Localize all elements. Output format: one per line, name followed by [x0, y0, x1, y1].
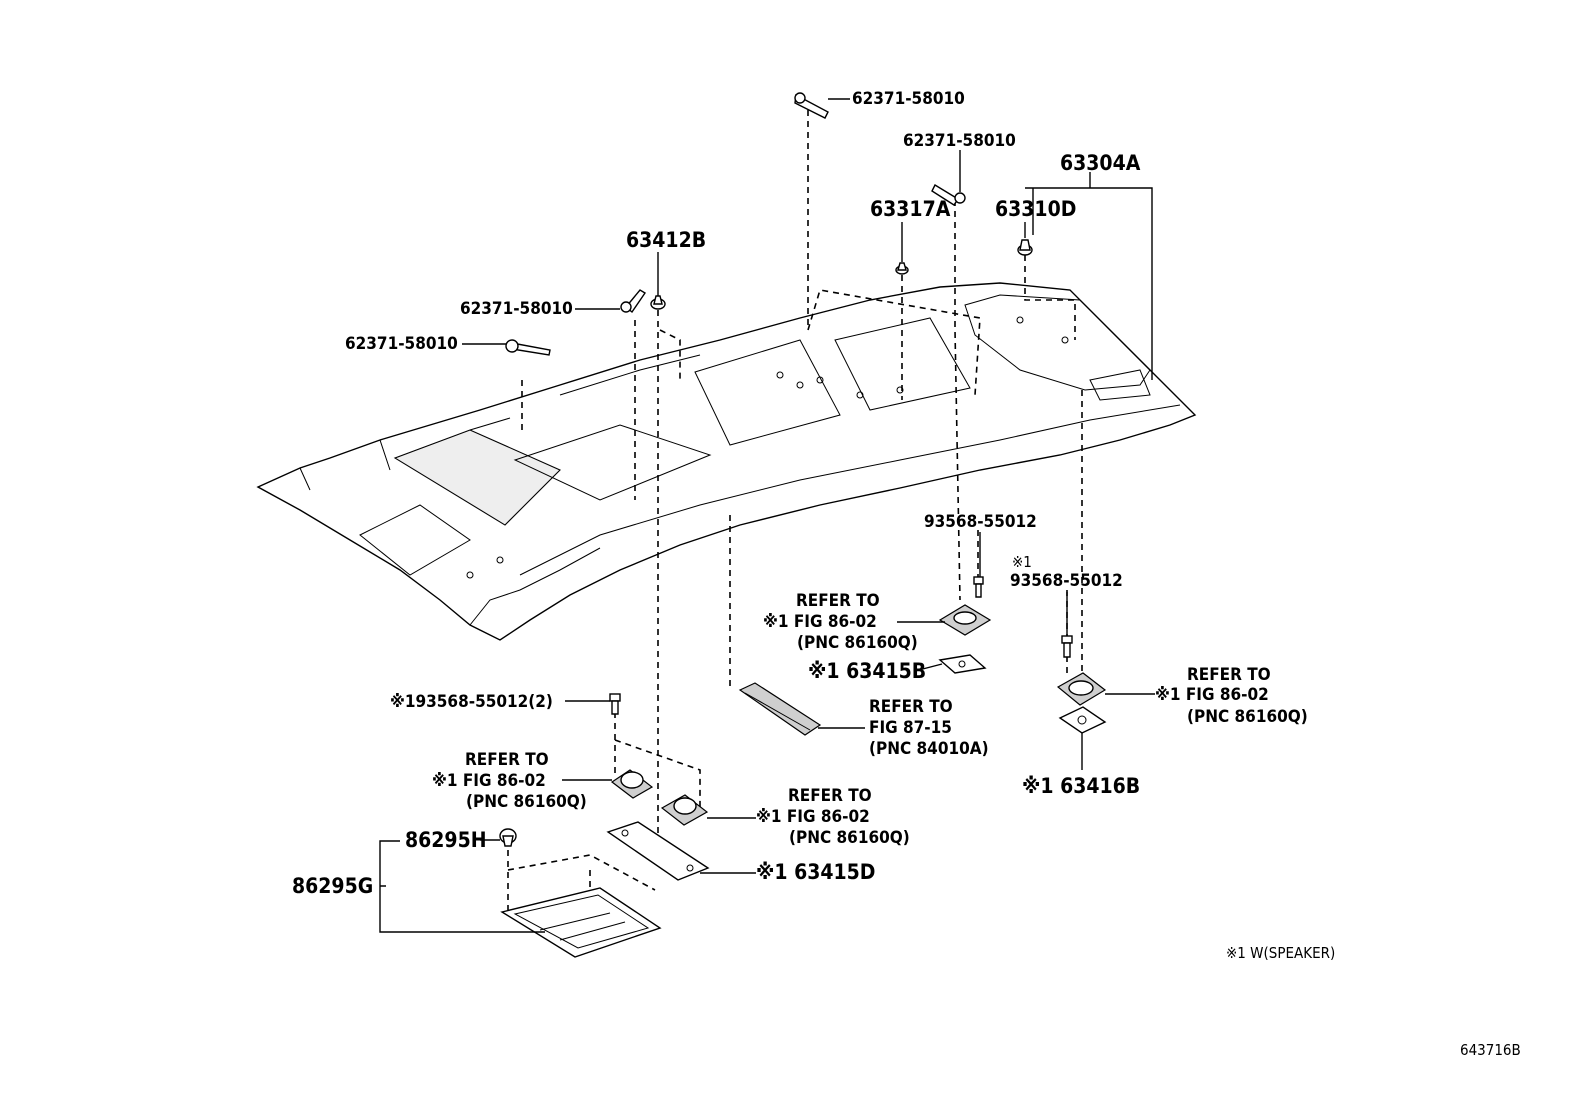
label-86295G: 86295G: [292, 874, 373, 898]
labels: 62371-58010 62371-58010 63304A 63317A 63…: [292, 89, 1521, 1059]
label-63317A: 63317A: [870, 197, 951, 221]
ref-right-line3: (PNC 86160Q): [1187, 707, 1308, 727]
label-86295H: 86295H: [405, 828, 487, 852]
legend-note: ※1 W(SPEAKER): [1226, 944, 1335, 962]
clip-86295H: [499, 828, 517, 847]
ref-lamp-line1: REFER TO: [869, 697, 953, 717]
clip-62371-far-left: [505, 339, 551, 356]
ref-left-a-line1: REFER TO: [465, 750, 549, 770]
headliner-panel: [256, 282, 1197, 641]
label-clip-top: 62371-58010: [852, 89, 965, 109]
fastener-63412B: [650, 295, 666, 310]
label-63412B: 63412B: [626, 228, 706, 252]
ref-center-line2: ※1 FIG 86-02: [763, 612, 877, 632]
label-screw-right-b: 93568-55012: [1010, 571, 1123, 591]
ref-center-line3: (PNC 86160Q): [797, 633, 918, 653]
ref-lamp-line3: (PNC 84010A): [869, 739, 989, 759]
label-screw-right-b-mark: ※1: [1012, 553, 1032, 571]
ref-left-b-line3: (PNC 86160Q): [789, 828, 910, 848]
ref-center-line1: REFER TO: [796, 591, 880, 611]
bracket-63415B: [938, 654, 987, 674]
label-63304A: 63304A: [1060, 151, 1141, 175]
label-clip-left: 62371-58010: [460, 299, 573, 319]
figure-id: 643716B: [1460, 1041, 1521, 1059]
label-clip-far-left: 62371-58010: [345, 334, 458, 354]
speaker-left-a: [610, 769, 654, 799]
label-screw-left: ※193568-55012(2): [390, 692, 553, 712]
label-63415B: ※1 63415B: [808, 659, 926, 683]
room-lamp: [738, 682, 822, 736]
fastener-63310D: [1017, 239, 1033, 256]
clip-62371-left: [620, 289, 646, 314]
bracket-63416B: [1058, 706, 1107, 734]
ref-left-a-line3: (PNC 86160Q): [466, 792, 587, 812]
ref-left-b-line1: REFER TO: [788, 786, 872, 806]
leader-lines: [379, 98, 1155, 933]
screw-right-b: [1061, 635, 1073, 658]
speaker-right: [1056, 672, 1107, 706]
label-63416B: ※1 63416B: [1022, 774, 1140, 798]
ref-right-line2: ※1 FIG 86-02: [1155, 685, 1269, 705]
ref-right-line1: REFER TO: [1187, 665, 1271, 685]
clip-62371-mid: [931, 184, 966, 206]
label-63415D: ※1 63415D: [756, 860, 876, 884]
ref-left-b-line2: ※1 FIG 86-02: [756, 807, 870, 827]
label-clip-mid: 62371-58010: [903, 131, 1016, 151]
ref-left-a-line2: ※1 FIG 86-02: [432, 771, 546, 791]
ref-lamp-line2: FIG 87-15: [869, 718, 952, 738]
label-screw-right-a: 93568-55012: [924, 512, 1037, 532]
screw-right-a: [973, 576, 984, 598]
console-86295G: [500, 887, 662, 958]
label-63310D: 63310D: [995, 197, 1076, 221]
speaker-center: [938, 604, 992, 636]
fastener-63317A: [895, 262, 909, 275]
screw-left: [609, 693, 621, 715]
bracket-63415D: [606, 821, 710, 881]
speaker-left-b: [660, 794, 709, 826]
clip-62371-top: [794, 92, 829, 119]
